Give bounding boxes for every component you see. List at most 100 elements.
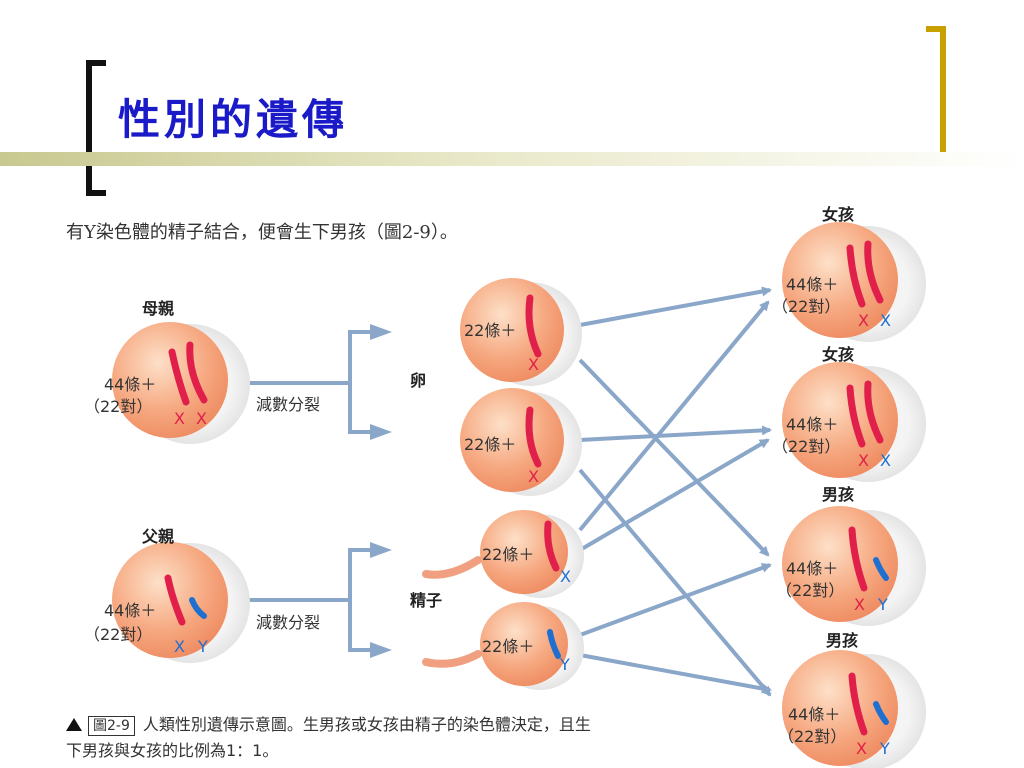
arrow-spermy-boy1 [579, 563, 772, 637]
offspring-1-pairs: （22對） [772, 297, 840, 316]
egg-2-x-chromosome [525, 406, 542, 468]
sperm-y-tail [422, 650, 482, 668]
diagram-labels: 母親 44條＋ （22對） X X 父親 44條＋ （22對） X Y 減數分裂… [84, 205, 891, 758]
boy-2-x-chromosome [848, 672, 868, 736]
father-meiosis-fork [348, 548, 380, 652]
meiosis-arrowheads [370, 324, 392, 658]
offspring-girl-1 [782, 222, 926, 342]
father-cell [112, 542, 250, 663]
caption-text: 人類性別遺傳示意圖。生男孩或女孩由精子的染色體決定，且生下男孩與女孩的比例為1：… [66, 715, 591, 760]
offspring-girl-2 [782, 362, 926, 482]
mother-label: 母親 [142, 299, 174, 318]
egg-cell-2 [460, 388, 582, 496]
arrowhead-egg1 [370, 324, 392, 340]
mother-x-chromosome-2 [186, 341, 208, 404]
sperm-y-head [480, 602, 568, 686]
sperm-x-chromosome-count: 22條＋ [482, 545, 534, 564]
title-bracket-left [86, 60, 106, 196]
sperm-y-chromosome [547, 629, 561, 659]
arrow-egg2-girl2 [579, 425, 772, 442]
title-underline [0, 152, 1024, 166]
offspring-3-sex-2: Y [877, 595, 888, 614]
sperm-x-chromosome [544, 520, 560, 572]
offspring-1-sex-1: X [858, 311, 869, 330]
mother-sex-chromosome-2: X [196, 409, 207, 428]
mother-cell-body [112, 322, 228, 438]
boy-2-y-chromosome [873, 701, 889, 725]
mother-pairs: （22對） [84, 397, 152, 416]
offspring-1-sex-2: X [880, 311, 891, 330]
egg-2-sex-chromosome: X [528, 467, 539, 486]
offspring-4-sex-2: Y [879, 739, 890, 758]
mother-cell [112, 322, 250, 444]
offspring-1-label: 女孩 [822, 205, 854, 224]
sperm-x-tail [422, 556, 482, 579]
boy-1-x-chromosome [848, 526, 868, 592]
egg-2-chromosome-count: 22條＋ [464, 435, 516, 454]
offspring-4-pairs: （22對） [778, 727, 846, 746]
offspring-3-sex-1: X [854, 595, 865, 614]
figure-number: 圖2-9 [88, 716, 135, 736]
offspring-4-sex-1: X [856, 739, 867, 758]
father-label: 父親 [141, 527, 174, 546]
father-y-chromosome [189, 597, 207, 619]
offspring-3-pairs: （22對） [776, 581, 844, 600]
mother-x-chromosome-1 [168, 348, 190, 406]
girl-2-x-chromosome-2 [864, 380, 884, 444]
egg-label: 卵 [410, 371, 426, 390]
arrow-spermx-girl2 [578, 438, 770, 552]
girl-2-x-chromosome-1 [846, 384, 866, 448]
arrow-egg1-girl1 [579, 286, 772, 327]
father-sex-chromosome-y: Y [197, 637, 208, 656]
offspring-2-sex-1: X [858, 451, 869, 470]
offspring-boy-1 [782, 506, 926, 626]
caption-triangle-icon [66, 718, 82, 731]
slide-title: 性別的遺傳 [118, 95, 349, 144]
sperm-label: 精子 [410, 591, 442, 610]
egg-1-sex-chromosome: X [528, 355, 539, 374]
arrowhead-egg2 [370, 424, 392, 440]
mother-sex-chromosome-1: X [174, 409, 185, 428]
father-sex-chromosome-x: X [174, 637, 185, 656]
offspring-3-count: 44條＋ [786, 559, 838, 578]
arrow-egg2-boy2 [578, 468, 772, 697]
offspring-2-count: 44條＋ [786, 415, 838, 434]
boy-1-body [782, 506, 898, 622]
father-chromosome-count: 44條＋ [104, 601, 156, 620]
sperm-y-sex-chromosome: Y [559, 655, 570, 674]
arrow-spermy-boy2 [579, 653, 772, 694]
offspring-1-count: 44條＋ [786, 275, 838, 294]
offspring-4-count: 44條＋ [788, 705, 840, 724]
intro-text: 有Y染色體的精子結合，便會生下男孩（圖2-9）。 [66, 222, 458, 243]
offspring-4-label: 男孩 [826, 631, 858, 650]
offspring-3-label: 男孩 [822, 485, 854, 504]
mother-meiosis-label: 減數分裂 [256, 395, 320, 414]
mother-meiosis-fork [348, 330, 380, 434]
offspring-2-label: 女孩 [822, 345, 854, 364]
sperm-x-sex-chromosome: X [560, 567, 571, 586]
sperm-cell-x [422, 510, 584, 598]
girl-1-x-chromosome-1 [846, 244, 866, 308]
boy-2-body [782, 650, 898, 766]
offspring-boy-2 [782, 650, 926, 768]
father-meiosis-label: 減數分裂 [256, 613, 320, 632]
sperm-cell-y [422, 602, 584, 690]
arrow-egg1-boy1 [578, 358, 770, 557]
father-cell-body [112, 542, 228, 658]
egg-cell-1 [460, 278, 582, 386]
egg-1-chromosome-count: 22條＋ [464, 321, 516, 340]
father-x-chromosome [164, 574, 186, 626]
arrow-spermx-girl1 [578, 300, 770, 532]
egg-1-x-chromosome [525, 294, 542, 358]
offspring-2-sex-2: X [880, 451, 891, 470]
sperm-y-chromosome-count: 22條＋ [482, 637, 534, 656]
mother-chromosome-count: 44條＋ [104, 375, 156, 394]
girl-1-x-chromosome-2 [864, 240, 884, 304]
offspring-2-pairs: （22對） [772, 437, 840, 456]
father-pairs: （22對） [84, 625, 152, 644]
arrowhead-sperm2 [370, 642, 392, 658]
boy-1-y-chromosome [873, 557, 889, 581]
arrowhead-sperm1 [370, 542, 392, 558]
